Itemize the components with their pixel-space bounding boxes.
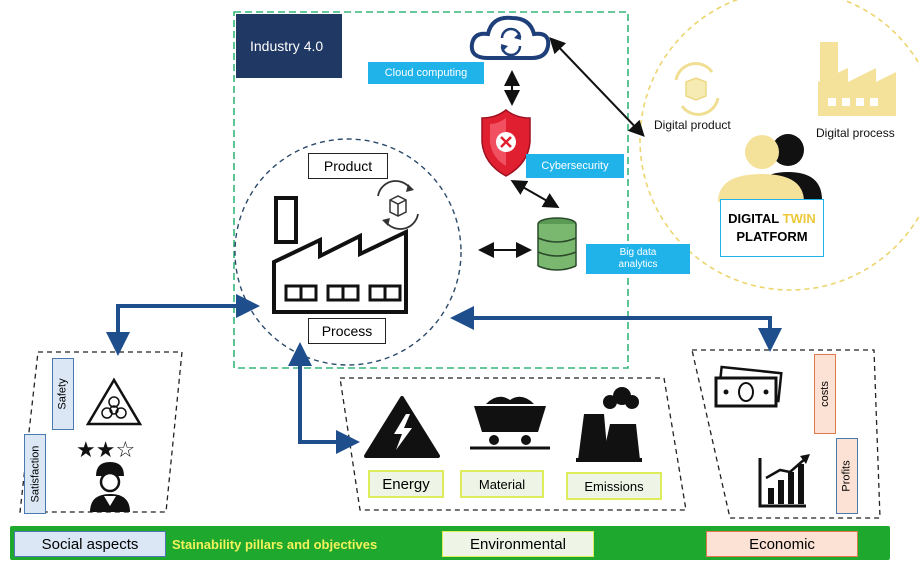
cybersecurity-text: Cybersecurity	[541, 160, 609, 172]
material-label: Material	[460, 470, 544, 498]
shield-icon	[481, 109, 531, 177]
process-label: Process	[308, 318, 386, 344]
emissions-label: Emissions	[566, 472, 662, 500]
big-data-line1: Big data	[619, 247, 657, 258]
platform-word-twin: TWIN	[782, 211, 816, 226]
social-aspects-label: Social aspects	[14, 531, 166, 557]
industry-title: Industry 4.0	[236, 14, 342, 78]
platform-word-platform: PLATFORM	[736, 229, 808, 244]
economic-frame	[691, 349, 881, 519]
mine-cart-icon	[470, 396, 550, 450]
industry-frame	[233, 11, 629, 369]
safety-label: Safety	[52, 358, 74, 430]
process-text: Process	[321, 323, 373, 339]
money-icon	[714, 365, 783, 408]
digital-twin-circle	[639, 0, 920, 291]
big-data-label: Big data analytics	[586, 244, 690, 274]
safety-text: Safety	[57, 378, 69, 410]
cloud-computing-label: Cloud computing	[368, 62, 484, 84]
arrow-economic	[450, 306, 782, 352]
social-aspects-text: Social aspects	[41, 535, 139, 553]
energy-label: Energy	[368, 470, 444, 498]
product-text: Product	[323, 158, 373, 174]
growth-chart-icon	[758, 454, 810, 508]
people-icon	[718, 134, 822, 202]
pillars-title: Stainability pillars and objectives	[172, 537, 378, 552]
environmental-frame	[339, 377, 687, 511]
arrow-cyber-data	[510, 180, 560, 208]
platform-word-digital: DIGITAL	[728, 211, 779, 226]
cloud-computing-text: Cloud computing	[384, 67, 468, 79]
environmental-label: Environmental	[442, 531, 594, 557]
digital-product-icon	[674, 62, 720, 116]
satisfaction-text: Satisfaction	[29, 445, 41, 503]
profits-label: Profits	[836, 438, 858, 514]
costs-text: costs	[819, 381, 831, 407]
economic-label: Economic	[706, 531, 858, 557]
satisfaction-label: Satisfaction	[24, 434, 46, 514]
energy-text: Energy	[382, 475, 430, 493]
digital-process-label: Digital process	[816, 126, 895, 140]
product-label: Product	[308, 153, 388, 179]
economic-text: Economic	[749, 535, 815, 553]
energy-icon	[364, 396, 440, 458]
biohazard-icon	[85, 377, 143, 426]
arrow-cloud-twin	[549, 37, 645, 137]
digital-twin-platform: DIGITAL TWIN PLATFORM	[720, 199, 824, 257]
database-icon	[537, 217, 577, 271]
profits-text: Profits	[841, 460, 853, 492]
cybersecurity-label: Cybersecurity	[526, 154, 624, 178]
industry-title-text: Industry 4.0	[250, 38, 324, 54]
factory-circle	[234, 138, 462, 366]
product-cube-icon	[377, 180, 419, 230]
costs-label: costs	[814, 354, 836, 434]
big-data-line2: analytics	[618, 259, 658, 270]
digital-process-icon	[818, 42, 896, 116]
factory-icon	[272, 196, 408, 314]
arrow-social	[106, 294, 260, 356]
arrow-environmental	[288, 342, 360, 454]
material-text: Material	[478, 476, 526, 492]
satisfaction-stars: ★★☆	[76, 438, 136, 463]
emissions-text: Emissions	[584, 478, 644, 494]
power-plant-icon	[576, 387, 642, 462]
environmental-text: Environmental	[470, 535, 566, 553]
digital-product-label: Digital product	[654, 118, 731, 132]
worker-icon	[90, 462, 130, 512]
cloud-icon	[469, 15, 551, 60]
